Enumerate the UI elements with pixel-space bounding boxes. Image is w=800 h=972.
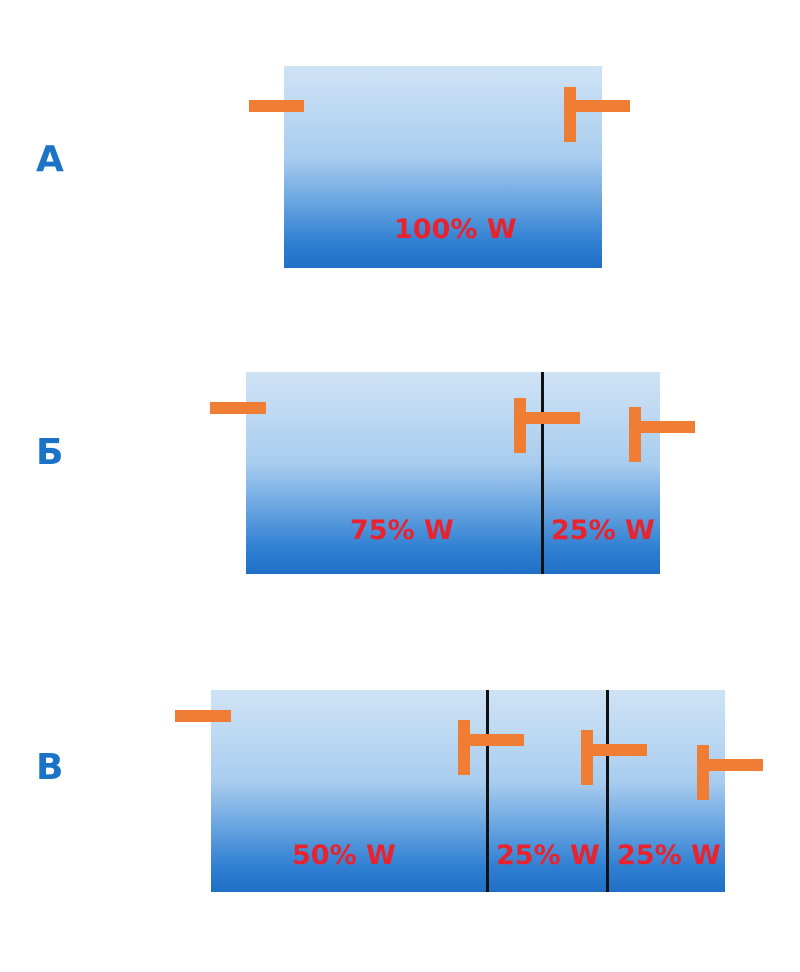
row-c-pipe-3-horizontal bbox=[697, 759, 763, 771]
row-c-pipe-1-vertical bbox=[458, 720, 470, 775]
row-c-pipe-2-vertical bbox=[581, 730, 593, 785]
row-a-section-1-label: 100% W bbox=[394, 214, 517, 245]
row-c-pipe-1-horizontal bbox=[458, 734, 524, 746]
row-b-pipe-2-horizontal bbox=[629, 421, 695, 433]
row-c-section-2-label: 25% W bbox=[496, 840, 600, 871]
row-a-outlet-pipe-vertical bbox=[564, 87, 576, 142]
row-a-inlet-pipe bbox=[249, 100, 304, 112]
row-c-pipe-3-vertical bbox=[697, 745, 709, 800]
row-c-pipe-2-horizontal bbox=[581, 744, 647, 756]
row-b-tank bbox=[246, 372, 660, 574]
row-a-label: А bbox=[36, 139, 64, 180]
row-c-inlet-pipe bbox=[175, 710, 231, 722]
row-c-section-3-label: 25% W bbox=[617, 840, 721, 871]
row-b-section-1-label: 75% W bbox=[350, 515, 454, 546]
row-c-label: В bbox=[36, 747, 64, 788]
row-b-pipe-1-horizontal bbox=[514, 412, 580, 424]
row-c-divider-1 bbox=[486, 690, 489, 892]
row-a-tank bbox=[284, 66, 602, 268]
row-b-section-2-label: 25% W bbox=[551, 515, 655, 546]
row-b-pipe-2-vertical bbox=[629, 407, 641, 462]
row-b-inlet-pipe bbox=[210, 402, 266, 414]
row-b-label: Б bbox=[36, 432, 64, 473]
row-c-divider-2 bbox=[606, 690, 609, 892]
row-b-divider-1 bbox=[541, 372, 544, 574]
row-a-outlet-pipe-horizontal bbox=[564, 100, 630, 112]
row-b-pipe-1-vertical bbox=[514, 398, 526, 453]
row-c-section-1-label: 50% W bbox=[292, 840, 396, 871]
